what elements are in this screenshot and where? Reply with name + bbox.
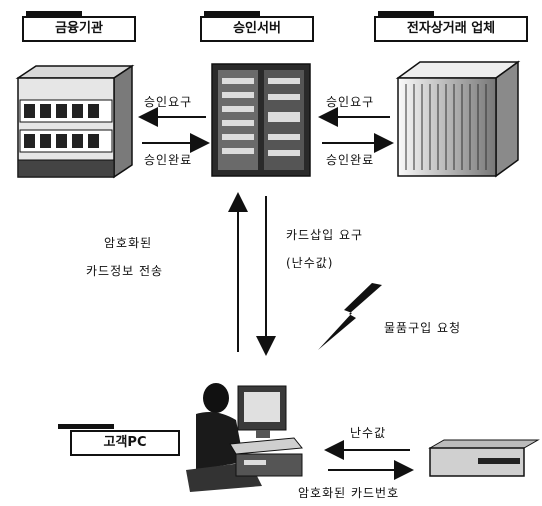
encrypted-card-number-text: 암호화된 카드번호 <box>298 486 400 500</box>
vendor-request-text: 승인요구 <box>326 95 375 109</box>
server-rack-icon <box>211 63 311 177</box>
label-tab <box>378 11 434 16</box>
card-insert-text-line2: (난수값) <box>286 256 334 270</box>
label-customer-pc: 고객PC <box>70 430 180 456</box>
lightning-icon <box>318 283 382 350</box>
label-tab <box>58 424 114 429</box>
fin-request-text: 승인요구 <box>144 95 193 109</box>
label-tab <box>26 11 82 16</box>
vendor-complete-text: 승인완료 <box>326 153 375 167</box>
label-ecommerce-vendor: 전자상거래 업체 <box>374 16 528 42</box>
vendor-server-icon <box>395 60 521 178</box>
random-value-text: 난수값 <box>350 426 387 440</box>
card-reader-icon <box>428 439 540 477</box>
fin-complete-text: 승인완료 <box>144 153 193 167</box>
encrypted-info-text-line2: 카드정보 전송 <box>86 264 164 278</box>
label-financial-institution: 금융기관 <box>22 16 136 42</box>
label-approval-server: 승인서버 <box>200 16 314 42</box>
card-insert-text-line1: 카드삽입 요구 <box>286 228 364 242</box>
encrypted-info-text-line1: 암호화된 <box>104 236 153 250</box>
purchase-request-text: 물품구입 요청 <box>384 321 462 335</box>
label-tab <box>204 11 260 16</box>
bank-building-icon <box>15 64 135 179</box>
customer-computer-icon <box>186 383 303 492</box>
